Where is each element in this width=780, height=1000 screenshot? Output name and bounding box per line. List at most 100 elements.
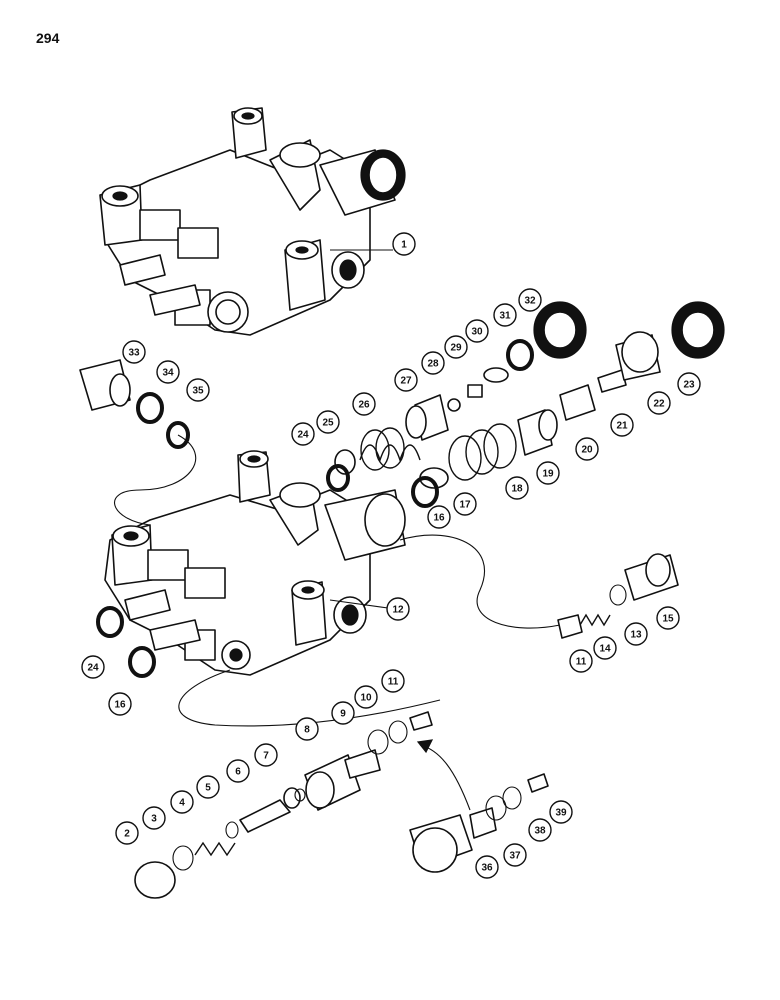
callout-12: 12 <box>386 597 410 621</box>
callout-circle <box>575 437 599 461</box>
callout-label: 24 <box>297 430 309 441</box>
callout-label: 3 <box>151 814 157 825</box>
callout-circle <box>503 843 527 867</box>
callout-label: 4 <box>179 798 185 809</box>
callout-label: 31 <box>499 311 511 322</box>
callout-label: 17 <box>459 500 471 511</box>
callout-label: 35 <box>192 386 204 397</box>
callout-28: 28 <box>421 351 445 375</box>
valve-body-assembly-lower <box>104 450 406 676</box>
callout-label: 25 <box>322 418 334 429</box>
valve-body-assembly-upper <box>99 107 406 336</box>
callout-circle <box>381 669 405 693</box>
callout-circle <box>196 775 220 799</box>
callout-2: 2 <box>115 821 139 845</box>
callout-circle <box>569 649 593 673</box>
callout-36: 36 <box>475 855 499 879</box>
callout-19: 19 <box>536 461 560 485</box>
callout-label: 7 <box>263 751 269 762</box>
callout-34: 34 <box>156 360 180 384</box>
callout-label: 36 <box>481 863 493 874</box>
callout-circle <box>647 391 671 415</box>
callout-circle <box>624 622 648 646</box>
callout-circle <box>528 818 552 842</box>
callout-label: 10 <box>360 693 372 704</box>
callout-circle <box>386 597 410 621</box>
callout-group: 1234567891011111213141516161718192021222… <box>81 232 701 879</box>
callout-circle <box>677 372 701 396</box>
callout-label: 15 <box>662 614 674 625</box>
callout-label: 30 <box>471 327 483 338</box>
callout-circle <box>392 232 416 256</box>
relief-cartridge-parts <box>79 301 725 678</box>
callout-circle <box>331 701 355 725</box>
callout-circle <box>453 492 477 516</box>
callout-circle <box>465 319 489 343</box>
callout-label: 11 <box>388 677 399 688</box>
callout-label: 26 <box>358 400 370 411</box>
callout-circle <box>108 692 132 716</box>
callout-32: 32 <box>518 288 542 312</box>
callout-9: 9 <box>331 701 355 725</box>
callout-label: 33 <box>128 348 140 359</box>
callout-circle <box>518 288 542 312</box>
callout-circle <box>352 392 376 416</box>
callout-circle <box>115 821 139 845</box>
callout-circle <box>394 368 418 392</box>
callout-label: 28 <box>427 359 439 370</box>
callout-label: 27 <box>400 376 412 387</box>
callout-label: 19 <box>542 469 554 480</box>
callout-16: 16 <box>108 692 132 716</box>
callout-circle <box>81 655 105 679</box>
callout-31: 31 <box>493 303 517 327</box>
callout-label: 34 <box>162 368 174 379</box>
callout-label: 37 <box>509 851 521 862</box>
callout-25: 25 <box>316 410 340 434</box>
callout-3: 3 <box>142 806 166 830</box>
callout-6: 6 <box>226 759 250 783</box>
callout-label: 8 <box>304 725 310 736</box>
callout-16: 16 <box>427 505 451 529</box>
callout-15: 15 <box>656 606 680 630</box>
callout-label: 22 <box>653 399 665 410</box>
callout-circle <box>122 340 146 364</box>
callout-label: 24 <box>87 663 99 674</box>
callout-label: 32 <box>524 296 536 307</box>
callout-circle <box>493 303 517 327</box>
callout-label: 21 <box>616 421 628 432</box>
callout-circle <box>536 461 560 485</box>
callout-label: 5 <box>205 783 211 794</box>
callout-label: 23 <box>683 380 695 391</box>
callout-label: 2 <box>124 829 130 840</box>
callout-30: 30 <box>465 319 489 343</box>
callout-24: 24 <box>291 422 315 446</box>
callout-circle <box>427 505 451 529</box>
callout-4: 4 <box>170 790 194 814</box>
callout-label: 20 <box>581 445 593 456</box>
callout-circle <box>656 606 680 630</box>
callout-21: 21 <box>610 413 634 437</box>
callout-11: 11 <box>381 669 405 693</box>
callout-8: 8 <box>295 717 319 741</box>
callout-23: 23 <box>677 372 701 396</box>
callout-label: 9 <box>340 709 346 720</box>
callout-26: 26 <box>352 392 376 416</box>
callout-circle <box>610 413 634 437</box>
callout-39: 39 <box>549 800 573 824</box>
callout-29: 29 <box>444 335 468 359</box>
callout-circle <box>291 422 315 446</box>
callout-label: 12 <box>392 605 404 616</box>
callout-label: 38 <box>534 826 546 837</box>
callout-label: 1 <box>401 240 407 251</box>
callout-33: 33 <box>122 340 146 364</box>
callout-1: 1 <box>392 232 416 256</box>
check-valve-parts <box>134 711 549 899</box>
callout-22: 22 <box>647 391 671 415</box>
callout-37: 37 <box>503 843 527 867</box>
callout-label: 13 <box>630 630 642 641</box>
callout-circle <box>475 855 499 879</box>
callout-27: 27 <box>394 368 418 392</box>
callout-circle <box>549 800 573 824</box>
